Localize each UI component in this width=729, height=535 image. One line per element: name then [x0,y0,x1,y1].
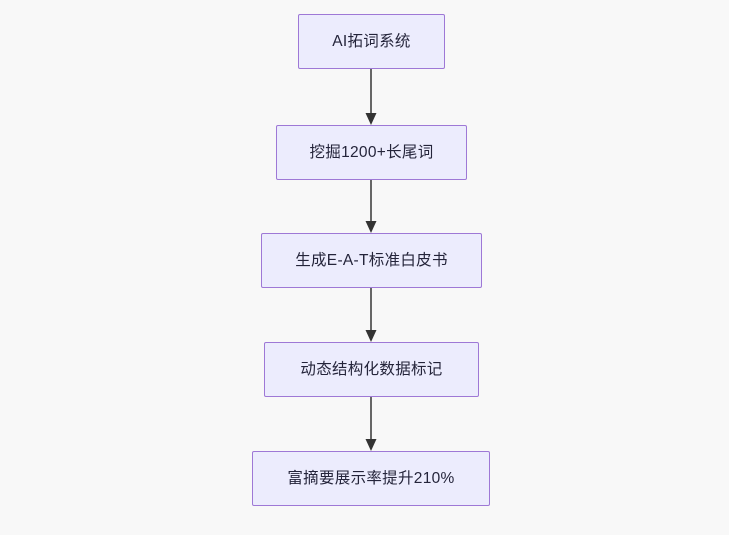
flow-node-mine-longtail-keywords[interactable]: 挖掘1200+长尾词 [276,125,467,180]
flow-edge-2 [364,180,378,233]
flow-edge-3 [364,288,378,342]
flow-node-label: 生成E-A-T标准白皮书 [295,251,448,269]
flow-node-rich-snippet-uplift[interactable]: 富摘要展示率提升210% [252,451,490,506]
flow-node-dynamic-structured-data-markup[interactable]: 动态结构化数据标记 [264,342,479,397]
flow-node-label: AI拓词系统 [332,32,411,50]
flow-node-label: 富摘要展示率提升210% [287,469,455,487]
flow-node-generate-eat-whitepaper[interactable]: 生成E-A-T标准白皮书 [261,233,482,288]
flow-node-ai-keyword-system[interactable]: AI拓词系统 [298,14,445,69]
flow-edge-1 [364,69,378,125]
flow-node-label: 动态结构化数据标记 [300,360,443,378]
flow-edge-4 [364,397,378,451]
flow-node-label: 挖掘1200+长尾词 [309,143,434,161]
